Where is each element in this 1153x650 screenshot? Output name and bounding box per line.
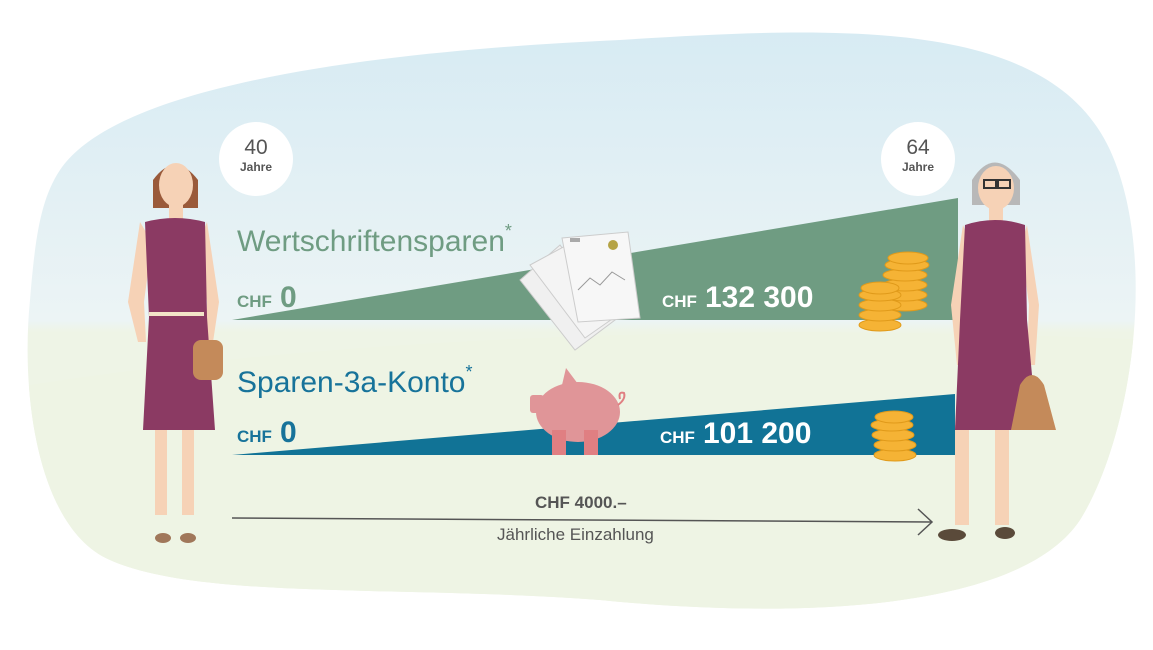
securities-title-text: Wertschriftensparen — [237, 225, 505, 258]
annual-deposit-amount: CHF 4000.– — [535, 493, 627, 512]
currency-label: CHF — [660, 428, 695, 447]
pillar3a-title-text: Sparen-3a-Konto — [237, 366, 466, 399]
pillar3a-title: Sparen-3a-Konto* — [237, 362, 473, 400]
end-age-badge: 64 Jahre — [881, 122, 955, 196]
amount-value: 132 300 — [704, 281, 814, 314]
coins-stack-icon-small — [870, 410, 917, 462]
documents-icon — [519, 231, 641, 351]
piggy-bank-icon — [530, 368, 626, 455]
pillar3a-start-amount: CHF 0 — [237, 416, 297, 450]
currency-label: CHF — [237, 427, 272, 446]
pillar3a-end-amount: CHF 101 200 — [660, 417, 811, 451]
amount-value: 101 200 — [702, 417, 812, 450]
deposit-arrow — [231, 508, 934, 536]
securities-title: Wertschriftensparen* — [237, 221, 512, 259]
securities-end-amount: CHF 132 300 — [662, 281, 813, 315]
older-woman-figure — [938, 162, 1056, 541]
currency-label: CHF — [237, 292, 272, 311]
end-age-value: 64 — [906, 136, 930, 159]
start-age-unit: Jahre — [239, 160, 273, 174]
amount-value: 0 — [279, 416, 297, 449]
young-woman-figure — [128, 163, 223, 543]
start-age-badge: 40 Jahre — [219, 122, 293, 196]
securities-footnote-marker: * — [504, 221, 512, 241]
coins-stack-icon-large — [858, 251, 930, 332]
currency-label: CHF — [662, 292, 697, 311]
pillar3a-footnote-marker: * — [465, 362, 473, 382]
annual-deposit-label: Jährliche Einzahlung — [497, 525, 654, 544]
end-age-unit: Jahre — [901, 160, 935, 174]
securities-start-amount: CHF 0 — [237, 281, 297, 315]
amount-value: 0 — [279, 281, 297, 314]
start-age-value: 40 — [244, 136, 268, 159]
